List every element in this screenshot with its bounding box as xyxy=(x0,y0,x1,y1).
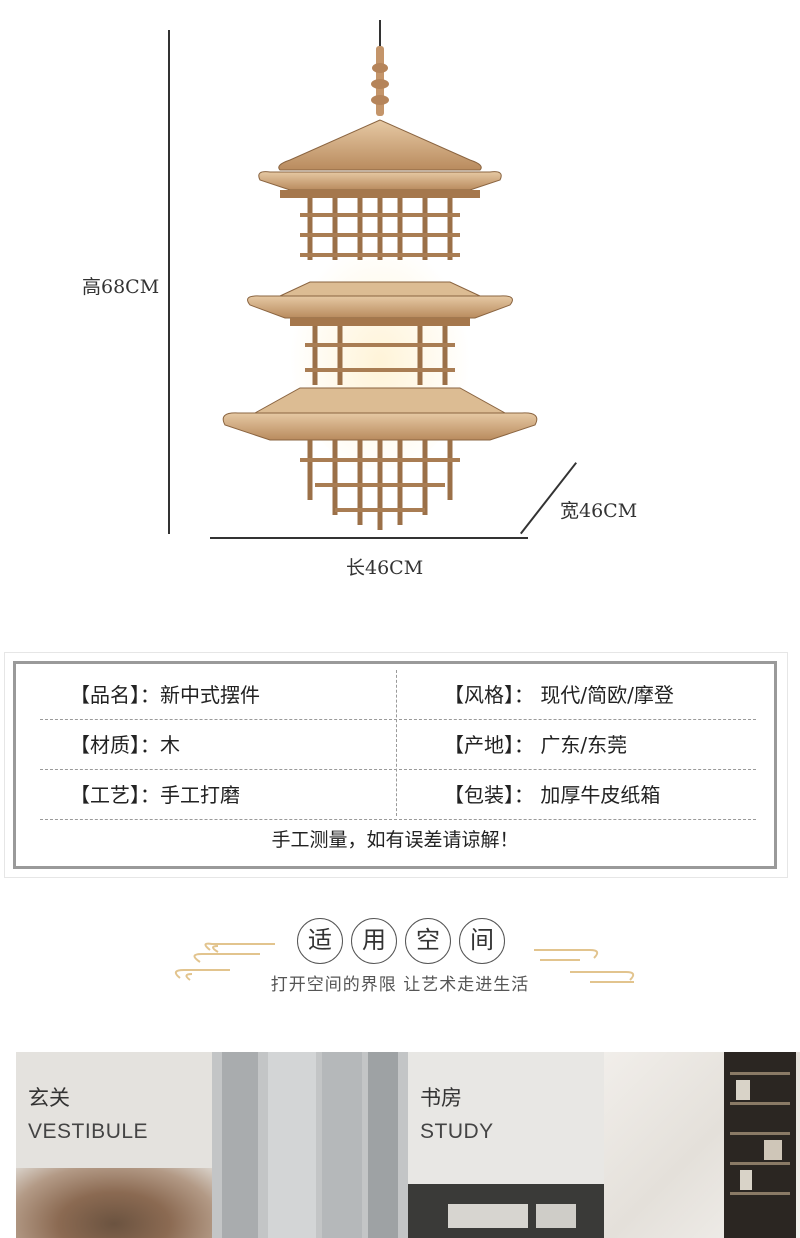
spec-table: 【品名】：新中式摆件 【风格】： 现代/简欧/摩登 【材质】：木 【产地】： 广… xyxy=(13,661,777,869)
room-en-vestibule: VESTIBULE xyxy=(28,1120,149,1143)
room-title-vestibule: 玄关 xyxy=(28,1086,70,1110)
spec-product-name: 【品名】：新中式摆件 xyxy=(70,683,260,707)
pagoda-lamp-image xyxy=(222,20,538,530)
applicable-space-heading: 适 用 空 间 打开空间的界限 让艺术走进生活 xyxy=(0,900,800,1010)
study-shelf-image xyxy=(408,1184,604,1238)
height-label: 高68CM xyxy=(82,276,160,298)
room-title-study: 书房 xyxy=(420,1086,462,1110)
spec-row: 【工艺】：手工打磨 【包装】： 加厚牛皮纸箱 xyxy=(40,770,756,820)
heading-char-3: 空 xyxy=(405,918,451,964)
measurement-note: 手工测量，如有误差请谅解！ xyxy=(271,829,519,851)
heading-char-1: 适 xyxy=(297,918,343,964)
room-gallery: 玄关 VESTIBULE 书房 STUDY xyxy=(16,1052,800,1238)
room-photo-study: 书房 STUDY xyxy=(408,1052,604,1238)
spec-origin: 【产地】： 广东/东莞 xyxy=(444,733,628,757)
spec-material: 【材质】：木 xyxy=(70,733,180,757)
heading-char-2: 用 xyxy=(351,918,397,964)
cloud-ornament-right-icon xyxy=(534,949,635,983)
vestibule-decor-image xyxy=(16,1168,212,1238)
spec-row: 【品名】：新中式摆件 【风格】： 现代/简欧/摩登 xyxy=(40,670,756,720)
spec-row: 【材质】：木 【产地】： 广东/东莞 xyxy=(40,720,756,770)
length-dimension-line xyxy=(210,537,528,539)
spec-packaging: 【包装】： 加厚牛皮纸箱 xyxy=(444,783,661,807)
bookshelf-image xyxy=(724,1052,796,1238)
product-hero: 高68CM 长46CM 宽46CM xyxy=(82,20,638,579)
spec-style: 【风格】： 现代/简欧/摩登 xyxy=(444,683,674,707)
room-photo-bookshelf xyxy=(604,1052,800,1238)
length-label: 长46CM xyxy=(346,557,424,579)
spec-craft: 【工艺】：手工打磨 xyxy=(70,783,240,807)
spec-table-frame: 【品名】：新中式摆件 【风格】： 现代/简欧/摩登 【材质】：木 【产地】： 广… xyxy=(4,652,788,878)
width-label: 宽46CM xyxy=(560,500,638,522)
cloud-ornament-left-icon xyxy=(174,942,275,981)
spec-column-divider xyxy=(396,670,397,816)
room-photo-vestibule: 玄关 VESTIBULE xyxy=(16,1052,212,1238)
room-en-study: STUDY xyxy=(420,1120,494,1143)
room-photo-wall-panels xyxy=(212,1052,408,1238)
space-subtitle: 打开空间的界限 让艺术走进生活 xyxy=(270,975,530,995)
heading-char-4: 间 xyxy=(459,918,505,964)
height-dimension-line xyxy=(168,30,170,534)
